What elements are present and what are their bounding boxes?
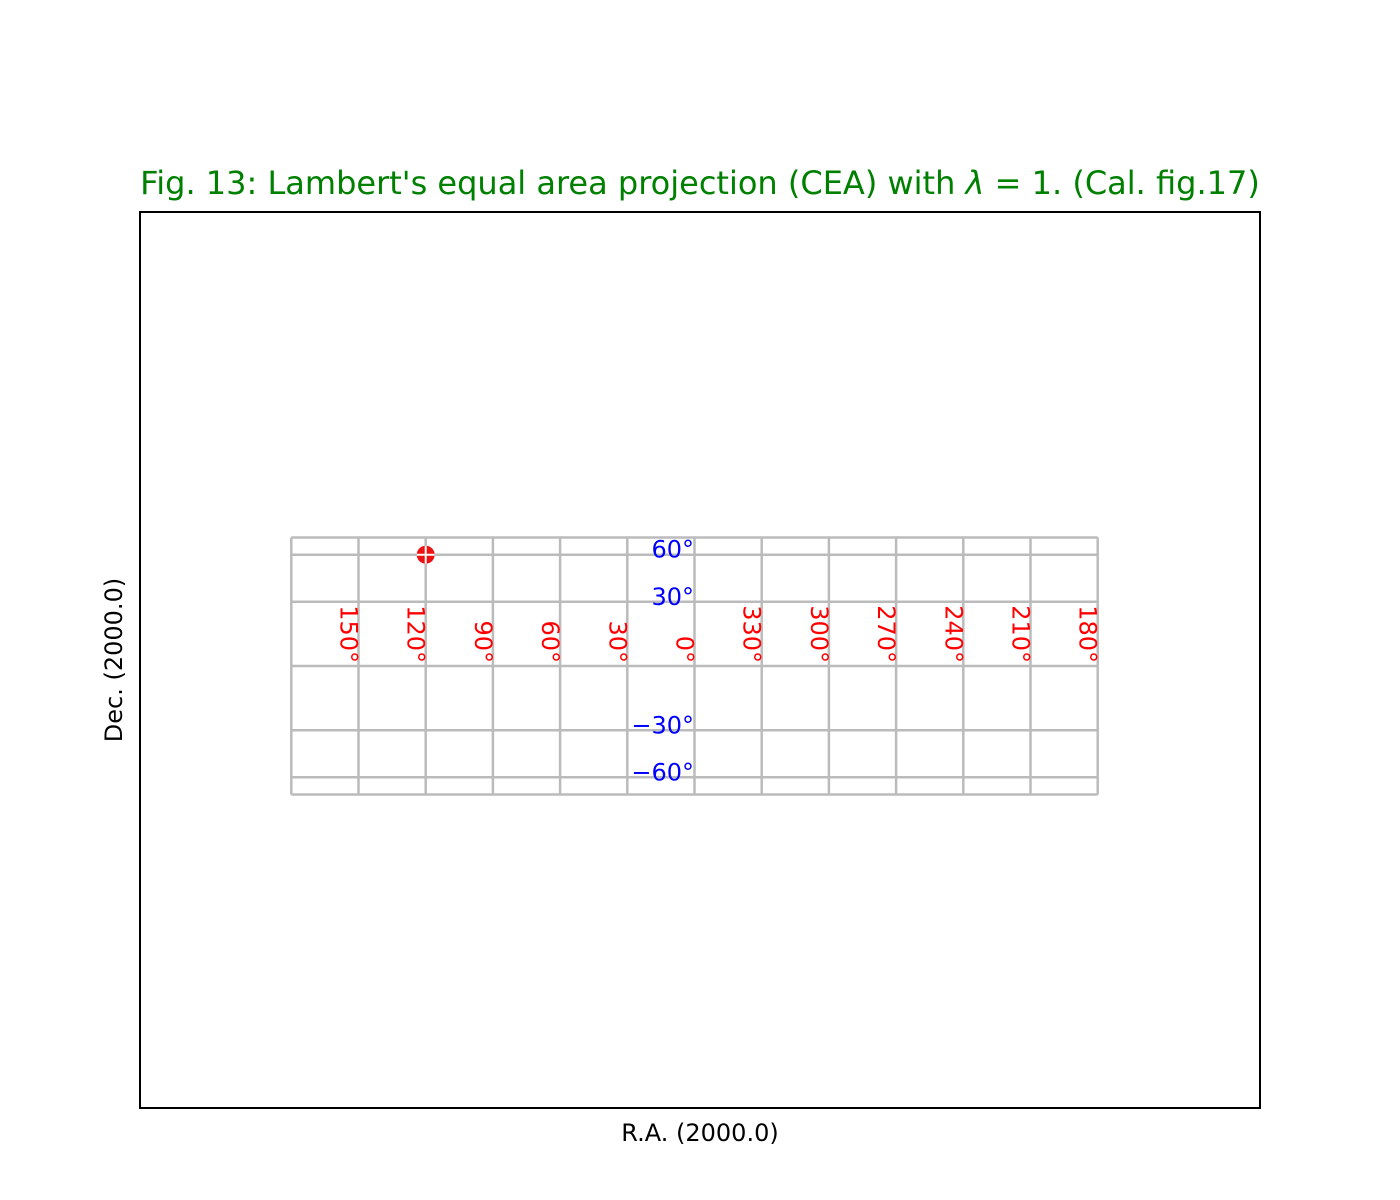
ra-tick-label: 150° xyxy=(335,605,363,663)
ra-tick-label: 300° xyxy=(805,605,833,663)
ra-tick-label: 270° xyxy=(872,605,900,663)
data-point xyxy=(416,545,435,564)
plot-frame xyxy=(139,211,1261,1109)
ra-tick-label: 30° xyxy=(603,620,631,663)
ra-tick-label: 120° xyxy=(402,605,430,663)
x-axis-label: R.A. (2000.0) xyxy=(621,1119,778,1147)
chart-title-suffix: = 1. (Cal. fig.17) xyxy=(984,164,1259,202)
dec-tick-label: −30° xyxy=(631,711,694,739)
ra-tick-labels: 150° 120° 90° 60° 30° 0° 330° 300° 270° 240° 210° 1… xyxy=(335,605,1102,663)
dec-tick-label: 30° xyxy=(651,583,694,611)
graticule-grid xyxy=(290,536,1099,796)
dec-tick-label: 60° xyxy=(651,536,694,564)
ra-tick-label: 330° xyxy=(738,605,766,663)
chart-title: Fig. 13: Lambert's equal area projection… xyxy=(140,164,1260,202)
chart-title-lambda: λ xyxy=(964,164,985,202)
ra-tick-label: 60° xyxy=(536,620,564,663)
ra-tick-label: 210° xyxy=(1007,605,1035,663)
dec-tick-labels: 60° 30° −30° −60° xyxy=(631,536,694,787)
dec-tick-label: −60° xyxy=(631,758,694,786)
ra-tick-label: 90° xyxy=(469,620,497,663)
ra-tick-label: 180° xyxy=(1074,605,1102,663)
ra-tick-label: 240° xyxy=(939,605,967,663)
chart-title-prefix: Fig. 13: Lambert's equal area projection… xyxy=(140,164,965,202)
y-axis-label: Dec. (2000.0) xyxy=(100,578,128,742)
data-points xyxy=(416,545,435,564)
ra-tick-label: 0° xyxy=(671,636,699,663)
